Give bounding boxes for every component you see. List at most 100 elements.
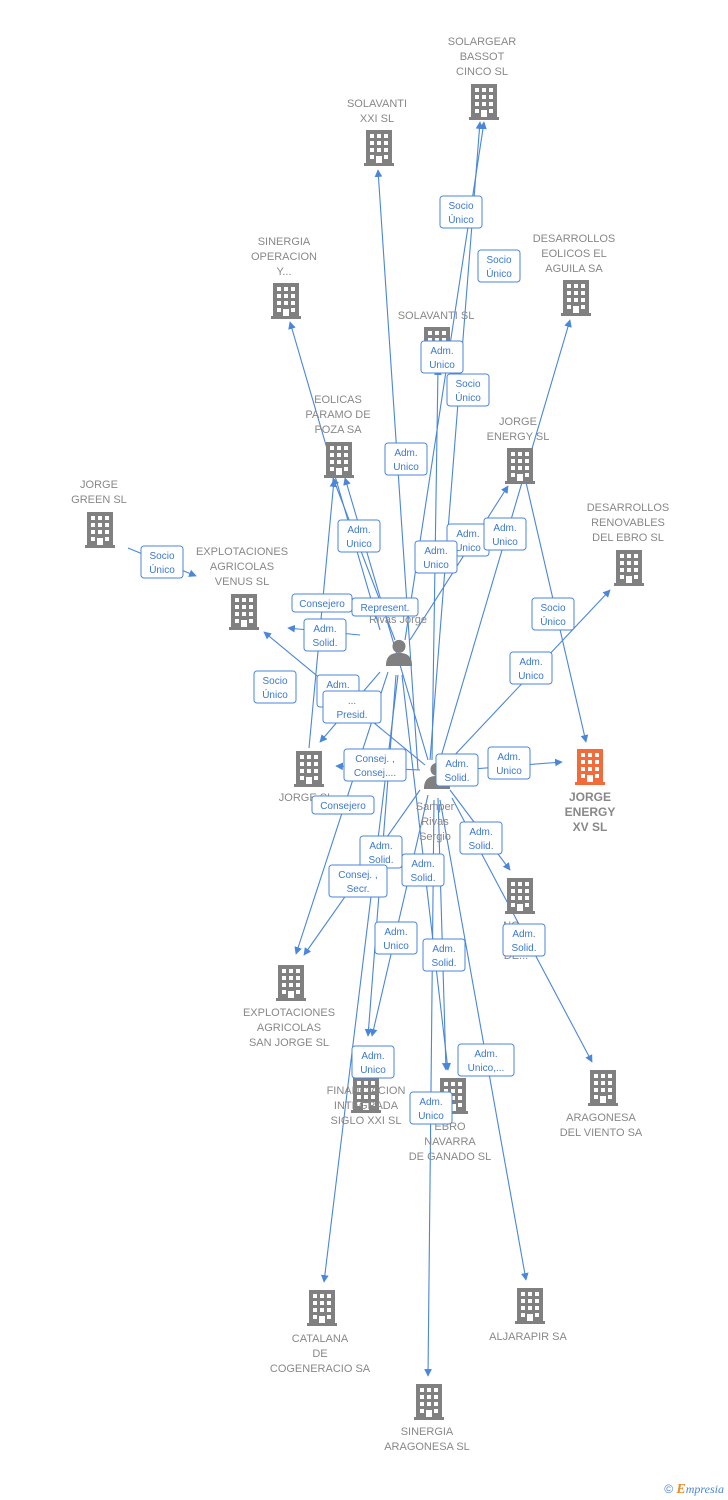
svg-text:Adm.Unico: Adm.Unico bbox=[455, 529, 481, 554]
node-label: Rivas Jorge bbox=[369, 614, 427, 626]
building-icon bbox=[505, 878, 535, 914]
svg-text:Consejero: Consejero bbox=[320, 801, 366, 812]
relation-label: Adm.Solid. bbox=[401, 853, 445, 887]
svg-text:...Presid.: ...Presid. bbox=[336, 696, 367, 721]
svg-text:Adm.Solid.: Adm.Solid. bbox=[468, 827, 493, 852]
svg-text:Adm.Solid.: Adm.Solid. bbox=[444, 759, 469, 784]
svg-text:Adm.Solid.: Adm.Solid. bbox=[511, 929, 536, 954]
node-aljarapir[interactable]: ALJARAPIR SA bbox=[489, 1288, 567, 1343]
relation-label: Adm.Unico bbox=[509, 651, 553, 685]
relation-label: Adm.Unico bbox=[374, 921, 418, 955]
relation-label: Adm.Solid. bbox=[303, 618, 347, 652]
svg-text:Adm.Solid.: Adm.Solid. bbox=[312, 624, 337, 649]
svg-text:Adm.Solid.: Adm.Solid. bbox=[431, 944, 456, 969]
building-icon bbox=[505, 448, 535, 484]
relation-label: Consej. ,Consej.... bbox=[343, 748, 407, 782]
building-icon bbox=[469, 84, 499, 120]
svg-text:Adm.Unico,...: Adm.Unico,... bbox=[468, 1049, 505, 1074]
edge-samper-to-financiacion bbox=[369, 794, 429, 1037]
svg-text:Adm.Unico: Adm.Unico bbox=[429, 346, 455, 371]
edge-samper-to-sinergia_aragonesa bbox=[424, 799, 435, 1377]
svg-text:Adm.Unico: Adm.Unico bbox=[393, 448, 419, 473]
building-icon bbox=[85, 512, 115, 548]
building-icon bbox=[588, 1070, 618, 1106]
building-icon bbox=[614, 550, 644, 586]
relation-label: Adm.Unico bbox=[487, 746, 531, 780]
relation-label: Adm.Solid. bbox=[502, 923, 546, 957]
svg-text:Adm.Unico: Adm.Unico bbox=[423, 546, 449, 571]
svg-text:Consej. ,Secr.: Consej. ,Secr. bbox=[338, 870, 377, 895]
edge-rivas_jorge-to-jorge_energy bbox=[409, 485, 509, 641]
node-rivas_jorge[interactable]: Rivas Jorge bbox=[369, 614, 427, 666]
person-icon bbox=[385, 639, 413, 666]
edge-jorge_sl-to-eolicas bbox=[308, 479, 338, 749]
svg-text:Adm.Unico: Adm.Unico bbox=[346, 525, 372, 550]
relation-label: Adm.Solid. bbox=[359, 835, 403, 869]
building-icon bbox=[294, 751, 324, 787]
node-solavanti_sl[interactable]: SOLAVANTI SL bbox=[398, 310, 475, 363]
building-icon bbox=[561, 280, 591, 316]
svg-text:Adm.Solid.: Adm.Solid. bbox=[368, 841, 393, 866]
relation-label: Consejero bbox=[311, 795, 375, 815]
relation-label: Adm.Unico bbox=[384, 442, 428, 476]
svg-text:Adm.Unico: Adm.Unico bbox=[383, 927, 409, 952]
svg-text:Adm.Unico: Adm.Unico bbox=[418, 1097, 444, 1122]
relation-label: Represent. bbox=[351, 597, 419, 617]
relation-label: Adm.Unico bbox=[409, 1091, 453, 1125]
building-icon bbox=[575, 749, 605, 785]
building-icon bbox=[324, 442, 354, 478]
relation-label: Adm.Unico bbox=[420, 340, 464, 374]
svg-text:Adm.Unico: Adm.Unico bbox=[496, 752, 522, 777]
building-icon bbox=[364, 130, 394, 166]
edge-samper-to-aljarapir bbox=[439, 799, 529, 1281]
relation-label: Adm.Solid. bbox=[435, 753, 479, 787]
building-icon bbox=[271, 283, 301, 319]
relation-label: Adm.Unico bbox=[483, 517, 527, 551]
footer-brand: © Empresia bbox=[664, 1482, 724, 1498]
relation-label: Adm.Unico bbox=[351, 1045, 395, 1079]
building-icon bbox=[515, 1288, 545, 1324]
svg-text:Consej. ,Consej....: Consej. ,Consej.... bbox=[354, 754, 396, 779]
relation-label: Adm.Solid. bbox=[422, 938, 466, 972]
svg-text:Represent.: Represent. bbox=[361, 603, 410, 614]
